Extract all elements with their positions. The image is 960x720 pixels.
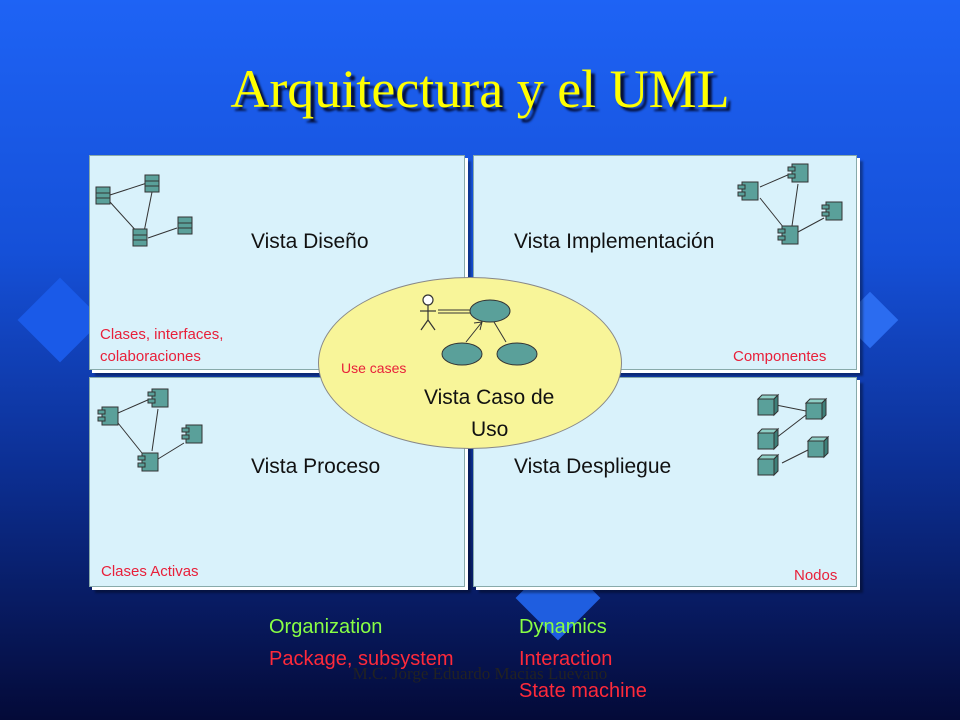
deployment-view-label: Vista Despliegue bbox=[514, 455, 672, 478]
dynamics-subtitle-interaction: Interaction bbox=[519, 648, 613, 670]
use-case-icon bbox=[441, 299, 538, 366]
organization-title: Organization bbox=[269, 616, 383, 638]
implementation-component-diagram bbox=[737, 163, 843, 245]
use-case-view-note: Use cases bbox=[341, 360, 407, 376]
design-view-note: Clases, interfaces, colaboraciones bbox=[100, 326, 224, 365]
footer-author: M.C. Jorge Eduardo Macías Luévano bbox=[352, 664, 608, 683]
process-view-label: Vista Proceso bbox=[251, 455, 381, 478]
actor-icon bbox=[420, 294, 436, 331]
design-view-label: Vista Diseño bbox=[251, 230, 369, 253]
node-icon bbox=[756, 393, 830, 477]
deployment-view-note: Nodos bbox=[794, 567, 838, 584]
implementation-view-label: Vista Implementación bbox=[514, 230, 715, 253]
design-class-diagram bbox=[95, 174, 193, 247]
use-case-view-label-line1: Vista Caso de bbox=[424, 386, 555, 409]
slide-title: Arquitectura y el UML bbox=[230, 59, 730, 119]
deployment-node-diagram bbox=[756, 393, 830, 477]
use-case-view-label-line2: Uso bbox=[471, 418, 509, 441]
component-icon bbox=[737, 163, 843, 245]
dynamics-subtitle-state-machine: State machine bbox=[519, 680, 647, 702]
organization-block: Organization Package, subsystem bbox=[269, 611, 454, 675]
component-icon bbox=[97, 388, 203, 472]
class-icon bbox=[95, 174, 193, 247]
process-view-note: Clases Activas bbox=[101, 563, 199, 580]
dynamics-block: Dynamics Interaction State machine bbox=[519, 611, 647, 707]
organization-subtitle: Package, subsystem bbox=[269, 648, 454, 670]
dynamics-title: Dynamics bbox=[519, 616, 607, 638]
process-active-class-diagram bbox=[97, 388, 203, 472]
use-case-diagram bbox=[420, 294, 538, 366]
implementation-view-note: Componentes bbox=[733, 348, 827, 365]
